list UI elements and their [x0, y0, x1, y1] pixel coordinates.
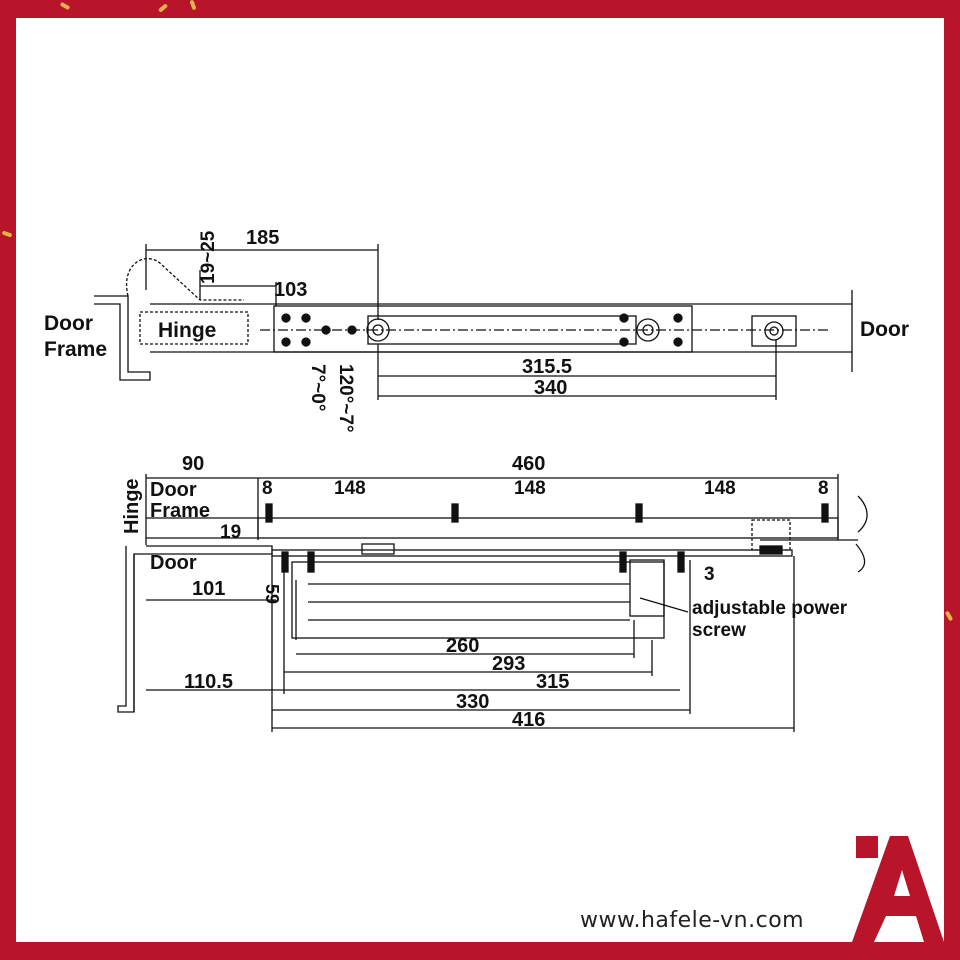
dim-19-25: 19~25 — [198, 230, 219, 284]
hinge-knob — [125, 258, 244, 301]
dim-148-c: 148 — [704, 478, 736, 499]
label-hinge-side: Hinge — [121, 478, 143, 534]
label-door-frame-side-line1: Door — [150, 479, 197, 501]
label-power-screw-line1: adjustable power — [692, 598, 848, 619]
website-url[interactable]: www.hafele-vn.com — [580, 908, 805, 933]
dim-101: 101 — [192, 578, 225, 600]
door-screws — [281, 551, 685, 573]
dim-260: 260 — [446, 635, 479, 657]
hafele-logo-icon — [852, 836, 944, 942]
dim-148-a: 148 — [334, 478, 366, 499]
dim-59: 59 — [262, 584, 282, 604]
dim-185: 185 — [246, 227, 279, 249]
label-door-frame-side-line2: Frame — [150, 500, 210, 522]
dim-19: 19 — [220, 522, 241, 543]
label-door-frame-line1: Door — [44, 312, 93, 335]
dim-8-right: 8 — [818, 478, 829, 499]
dim-330: 330 — [456, 691, 489, 713]
dim-293: 293 — [492, 653, 525, 675]
dim-103: 103 — [274, 279, 307, 301]
dim-110-5: 110.5 — [184, 671, 233, 693]
door-frame-outline — [94, 295, 151, 381]
dim-3: 3 — [704, 564, 715, 585]
content-panel — [16, 18, 944, 942]
label-door-top: Door — [860, 318, 909, 341]
label-door-side: Door — [150, 552, 197, 574]
plate-screws — [281, 313, 683, 347]
dim-8-left: 8 — [262, 478, 273, 499]
frame-screws — [265, 503, 829, 523]
dim-315: 315 — [536, 671, 569, 693]
dim-148-b: 148 — [514, 478, 546, 499]
label-door-frame-line2: Frame — [44, 338, 107, 361]
dim-angle-120-7: 120°~7° — [335, 364, 356, 433]
door-bracket — [751, 315, 797, 347]
frame-rail — [257, 517, 839, 539]
label-power-screw-line2: screw — [692, 620, 746, 641]
closer-body — [291, 561, 665, 639]
dim-340: 340 — [534, 377, 567, 399]
label-hinge-top: Hinge — [158, 319, 216, 342]
dim-315-5: 315.5 — [522, 356, 572, 378]
dim-416: 416 — [512, 709, 545, 731]
dim-angle-7-0: 7°~0° — [307, 364, 328, 411]
dim-90: 90 — [182, 453, 204, 475]
dim-460: 460 — [512, 453, 545, 475]
mounting-plate — [273, 305, 693, 353]
